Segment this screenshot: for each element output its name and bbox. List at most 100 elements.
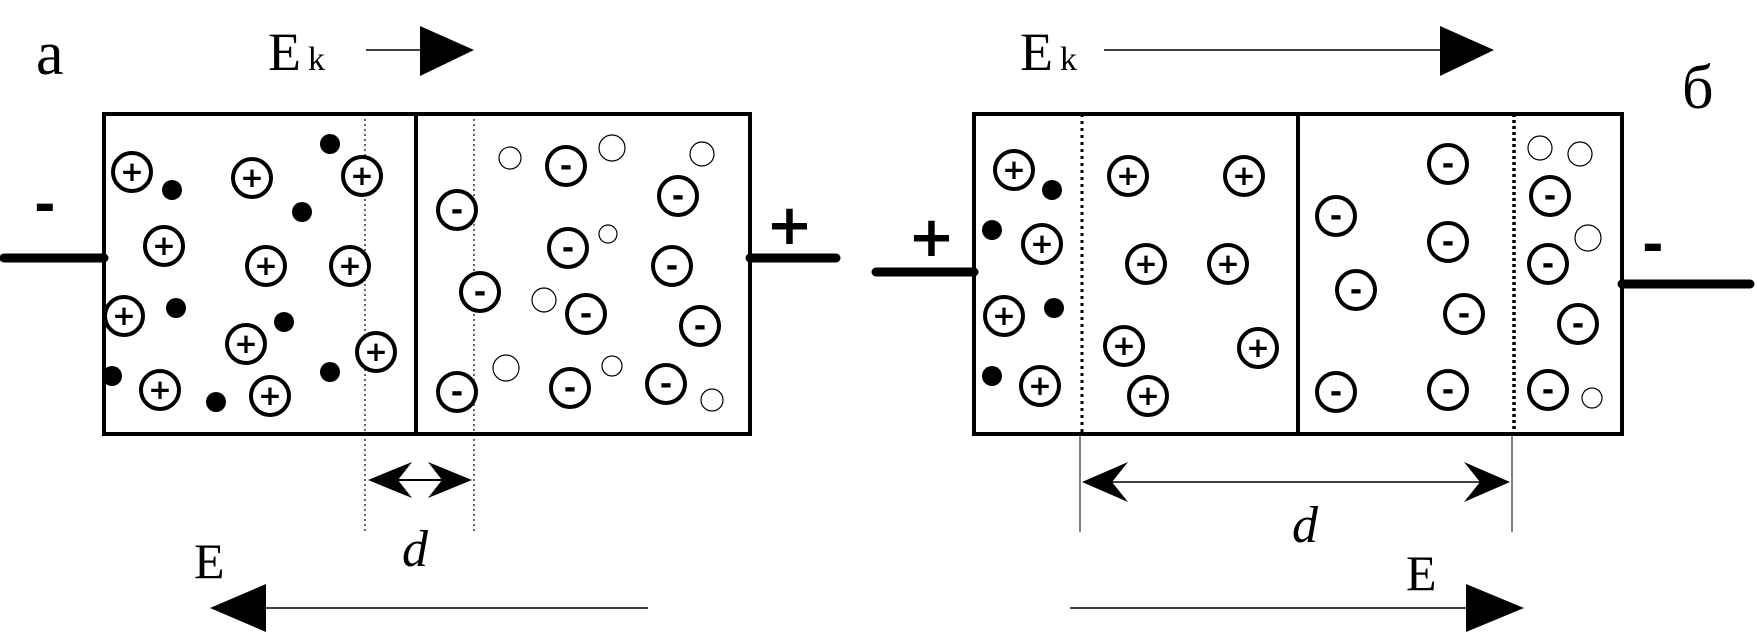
acceptor-ion-sign: - (451, 375, 463, 410)
hole (1581, 387, 1603, 409)
donor-ion: + (249, 375, 291, 417)
ions-a: +++++++++++----------- (102, 134, 724, 417)
donor-ion-sign: + (364, 335, 387, 368)
ek-letter-a: E (268, 22, 301, 82)
acceptor-ion: - (657, 175, 699, 217)
donor-ion-sign: + (258, 379, 281, 412)
acceptor-ion-sign: - (580, 297, 592, 332)
acceptor-ion: - (1427, 221, 1469, 263)
donor-ion: + (1021, 223, 1063, 265)
donor-ion: + (1019, 365, 1061, 407)
electron (320, 362, 340, 382)
acceptor-ion-sign: - (666, 249, 678, 284)
acceptor-ion-sign: - (1572, 307, 1584, 342)
acceptor-ion-sign: - (1330, 199, 1342, 234)
donor-ion-sign: + (148, 373, 171, 406)
acceptor-ion: - (545, 145, 587, 187)
donor-ion: + (983, 295, 1025, 337)
donor-ion-sign: + (1112, 329, 1135, 362)
ek-subscript-b: k (1060, 41, 1077, 78)
acceptor-ion-sign: - (1442, 225, 1454, 260)
donor-ion-sign: + (234, 327, 257, 360)
e-field-arrow-b (1070, 584, 1524, 632)
ek-letter-b: E (1020, 22, 1053, 82)
donor-ion: + (1127, 375, 1169, 417)
electron (292, 202, 312, 222)
acceptor-ion: - (547, 227, 589, 269)
donor-ion-sign: + (1030, 227, 1053, 260)
acceptor-ion-sign: - (660, 367, 672, 402)
width-d-arrow-b (1082, 462, 1510, 502)
acceptor-ion: - (459, 271, 501, 313)
donor-ion-sign: + (1002, 153, 1025, 186)
donor-ion-sign: + (152, 229, 175, 262)
ions-b: +++++++++++----------- (982, 135, 1603, 417)
donor-ion: + (355, 331, 397, 373)
hole (531, 287, 557, 313)
hole (598, 134, 626, 162)
ek-label-b: E k (1020, 22, 1077, 82)
donor-ion: + (1107, 155, 1149, 197)
electron (162, 180, 182, 200)
hole (1527, 135, 1553, 161)
terminal-plus-b: + (908, 205, 955, 270)
electron (982, 366, 1002, 386)
width-d-arrow-a (368, 462, 472, 498)
donor-ion: + (139, 369, 181, 411)
acceptor-ion: - (436, 189, 478, 231)
acceptor-ion-sign: - (694, 309, 706, 344)
acceptor-ion: - (1443, 293, 1485, 335)
ek-arrow-b (1104, 26, 1494, 76)
acceptor-ion: - (1335, 269, 1377, 311)
donor-ion: + (1237, 327, 1279, 369)
width-d-label-a: d (402, 521, 429, 578)
donor-ion-sign: + (1116, 159, 1139, 192)
acceptor-ion: - (679, 305, 721, 347)
acceptor-ion-sign: - (560, 149, 572, 184)
electron (1044, 298, 1064, 318)
donor-ion-sign: + (1136, 379, 1159, 412)
electron (982, 220, 1002, 240)
acceptor-ion: - (1427, 369, 1469, 411)
electron (320, 134, 340, 154)
acceptor-ion: - (651, 245, 693, 287)
crystal-box-a (102, 112, 752, 436)
acceptor-ion: - (1315, 195, 1357, 237)
acceptor-ion: - (1527, 243, 1569, 285)
donor-ion-sign: + (992, 299, 1015, 332)
donor-ion: + (103, 295, 145, 337)
acceptor-ion-sign: - (562, 231, 574, 266)
acceptor-ion: - (645, 363, 687, 405)
acceptor-ion-sign: - (1544, 179, 1556, 214)
hole (492, 354, 520, 382)
donor-ion-sign: + (112, 299, 135, 332)
donor-ion: + (329, 245, 371, 287)
hole (601, 355, 623, 377)
acceptor-ion-sign: - (672, 179, 684, 214)
acceptor-ion-sign: - (564, 371, 576, 406)
donor-ion-sign: + (1028, 369, 1051, 402)
acceptor-ion: - (549, 367, 591, 409)
width-d-label-b: d (1292, 497, 1319, 554)
hole (1567, 141, 1593, 167)
acceptor-ion-sign: - (1442, 147, 1454, 182)
donor-ion-sign: + (350, 159, 373, 192)
donor-ion: + (143, 225, 185, 267)
electron (166, 298, 186, 318)
donor-ion-sign: + (240, 161, 263, 194)
donor-ion-sign: + (338, 249, 361, 282)
acceptor-ion-sign: - (1542, 373, 1554, 408)
ek-subscript-a: k (308, 41, 325, 78)
electron (1042, 180, 1062, 200)
electron (274, 312, 294, 332)
e-field-arrow-a (210, 584, 648, 632)
acceptor-ion-sign: - (1350, 273, 1362, 308)
acceptor-ion-sign: - (1458, 297, 1470, 332)
acceptor-ion: - (1427, 143, 1469, 185)
e-field-label-a: E (194, 533, 225, 589)
donor-ion-sign: + (1134, 247, 1157, 280)
donor-ion: + (1207, 243, 1249, 285)
donor-ion: + (231, 157, 273, 199)
donor-ion: + (1125, 243, 1167, 285)
